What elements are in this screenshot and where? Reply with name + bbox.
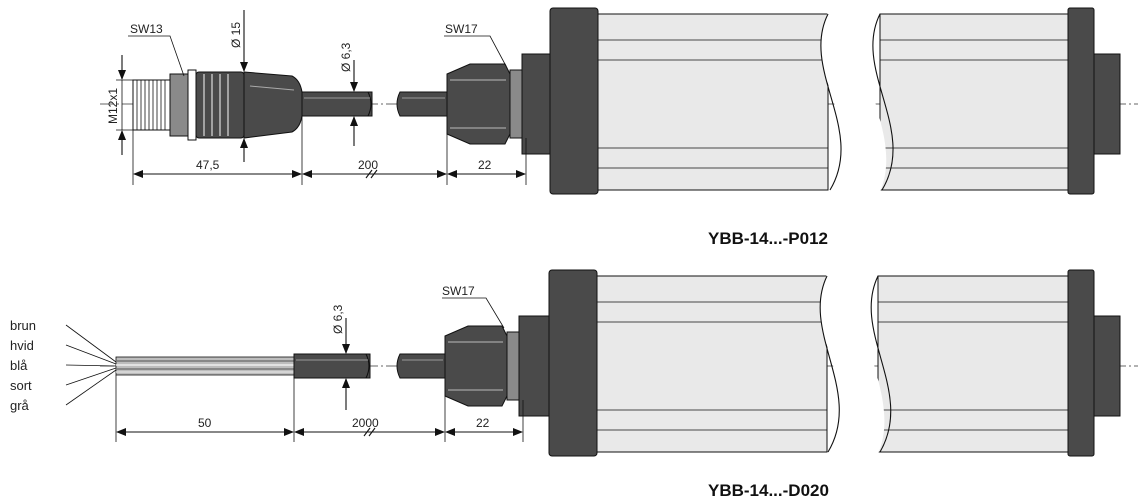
cable-top [301, 91, 448, 117]
len-wires-label: 50 [198, 416, 212, 430]
dia-cable-label-bottom: Ø 6,3 [331, 304, 345, 334]
cylinder-housing-top [549, 7, 1121, 195]
top-drawing: SW13 SW17 M12x1 Ø 15 Ø 6,3 47,5 200 22 Y… [100, 7, 1138, 248]
len-connector-label: 47,5 [196, 158, 220, 172]
cable-gland-bottom [444, 315, 550, 417]
cable-bottom [293, 353, 446, 379]
len-cable-label-bottom: 2000 [352, 416, 379, 430]
wire-label: hvid [10, 338, 34, 353]
sw13-label: SW13 [130, 22, 163, 36]
sw17-label-top: SW17 [445, 22, 478, 36]
cylinder-housing-bottom [548, 269, 1121, 457]
dia-cable-label-top: Ø 6,3 [339, 42, 353, 72]
stripped-wires [115, 356, 295, 376]
wire-label: brun [10, 318, 36, 333]
dimensions-top [116, 10, 527, 185]
wire-label: grå [10, 398, 30, 413]
len-cable-label-top: 200 [358, 158, 378, 172]
bottom-drawing: brun hvid blå sort grå SW17 Ø 6,3 50 200… [10, 269, 1138, 500]
m12-connector [132, 69, 303, 141]
wire-label: blå [10, 358, 28, 373]
len-gland-label-bottom: 22 [476, 416, 490, 430]
model-title-bottom: YBB-14...-D020 [708, 481, 829, 500]
wire-fan [65, 324, 117, 406]
dimensions-bottom [115, 297, 524, 442]
m12-label: M12x1 [106, 88, 120, 124]
cable-gland-top [446, 53, 551, 155]
sw17-label-bottom: SW17 [442, 284, 475, 298]
model-title-top: YBB-14...-P012 [708, 229, 828, 248]
wire-label: sort [10, 378, 32, 393]
dia-connector-label: Ø 15 [229, 22, 243, 48]
len-gland-label-top: 22 [478, 158, 492, 172]
